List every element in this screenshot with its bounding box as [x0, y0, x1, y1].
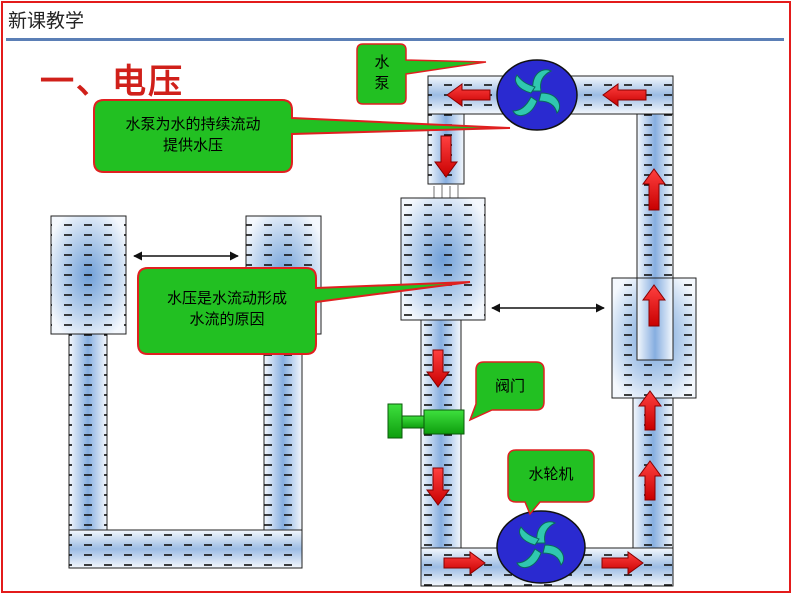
- turbine-label-callout: [507, 449, 595, 516]
- valve-icon: [387, 403, 465, 439]
- valve-label: 阀门: [494, 377, 525, 395]
- pump-reason-callout: [93, 99, 511, 173]
- pressure-reason-line2: 水流的原因: [189, 310, 265, 328]
- right-water-circuit: [400, 75, 697, 587]
- pressure-reason-callout: [137, 267, 471, 355]
- turbine-wheel-icon: [496, 510, 586, 584]
- pump-reason-line2: 提供水压: [162, 136, 223, 154]
- pump-reason-text: 水泵为水的持续流动 提供水压: [98, 114, 288, 156]
- pump-reason-line1: 水泵为水的持续流动: [125, 115, 261, 133]
- left-u-tube: [50, 215, 322, 569]
- pump-label-callout: [356, 43, 487, 105]
- turbine-label: 水轮机: [528, 465, 574, 483]
- pressure-reason-text: 水压是水流动形成 水流的原因: [142, 288, 312, 330]
- slide-header: 新课教学: [8, 10, 85, 32]
- flow-arrow-icon: [426, 83, 666, 575]
- header-rule: [6, 38, 784, 41]
- pump-label-text: 水 泵: [360, 52, 404, 94]
- pump-label-line2: 泵: [374, 74, 390, 92]
- valve-label-callout: [468, 361, 545, 422]
- pressure-reason-line1: 水压是水流动形成: [166, 289, 287, 307]
- pump-label-line1: 水: [374, 53, 390, 71]
- slide-title: 一、电压: [40, 62, 184, 102]
- pump-wheel-icon: [496, 59, 578, 131]
